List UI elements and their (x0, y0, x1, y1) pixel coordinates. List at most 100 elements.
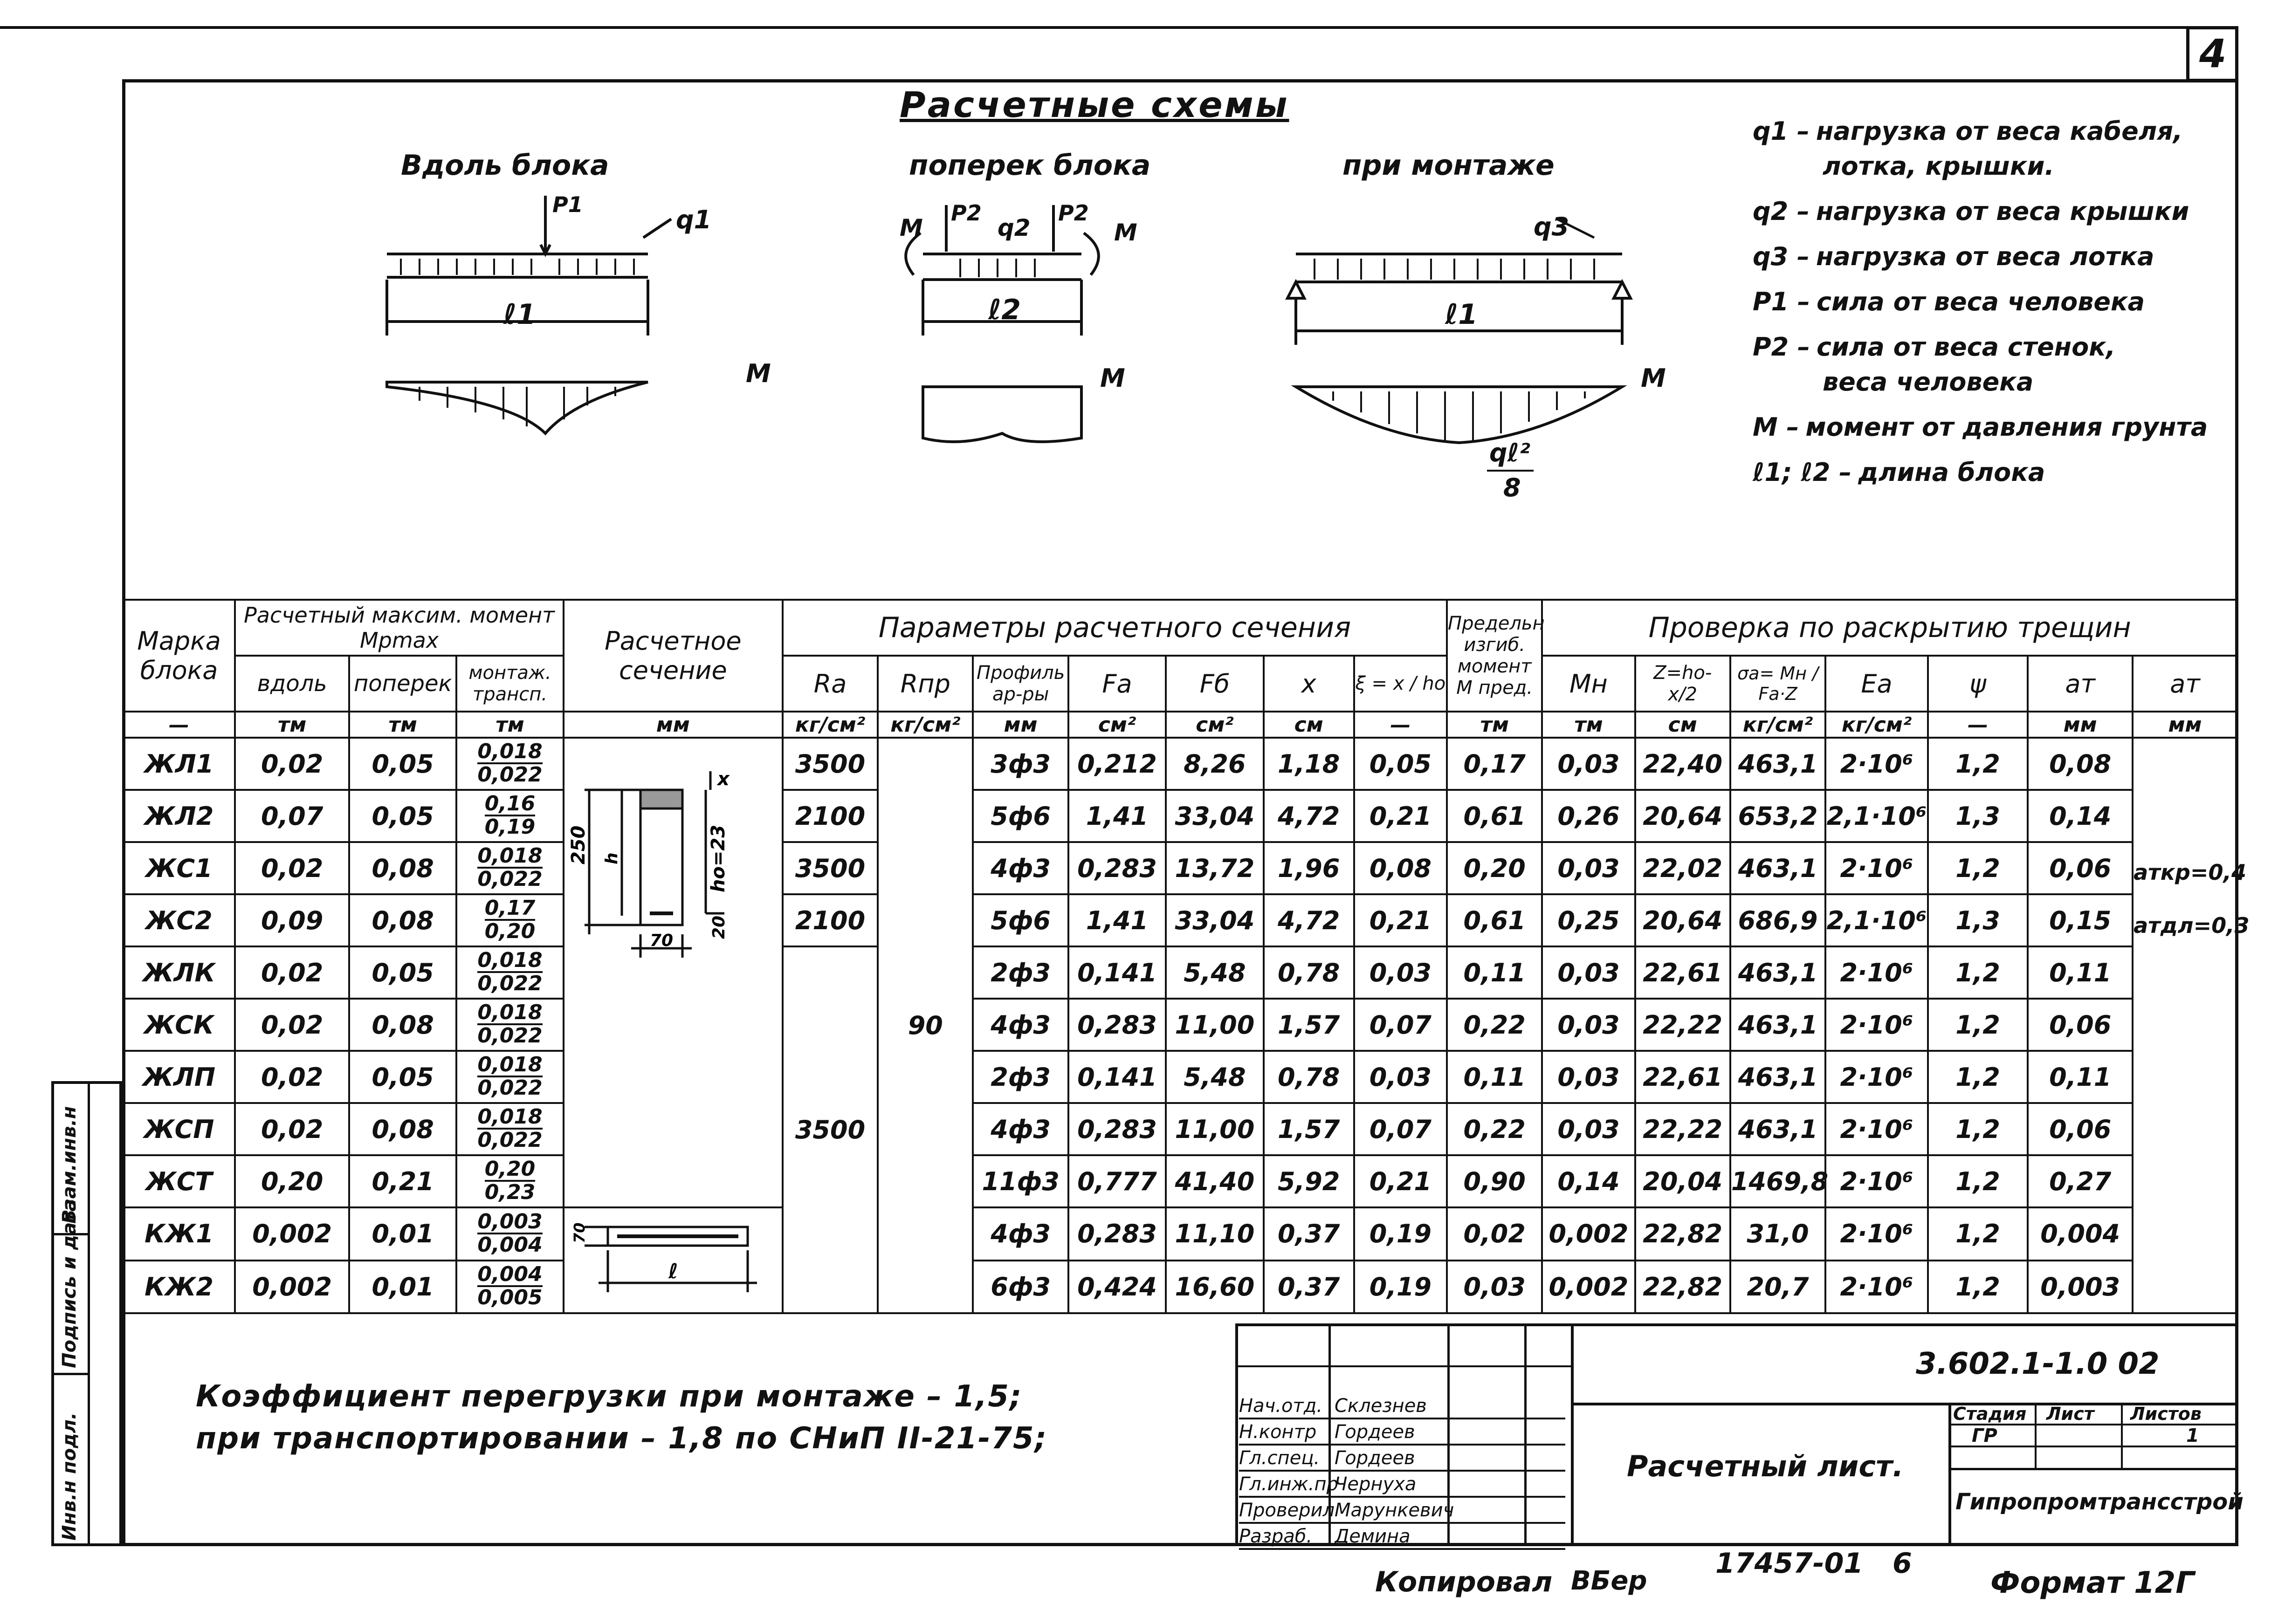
moment-mount: 0,018 (477, 1054, 543, 1078)
unit-cell: тм (455, 711, 564, 739)
scheme3-l-label: ℓ1 (1445, 298, 1478, 331)
z-value: 22,61 (1634, 1050, 1731, 1104)
limit-moment: 0,61 (1446, 893, 1543, 947)
moment-transport: 0,23 (484, 1180, 536, 1205)
doc-code: 3.602.1-1.0 02 (1916, 1347, 2160, 1381)
moment-across: 0,05 (348, 946, 458, 1000)
rebar-profile: 2ф3 (972, 946, 1069, 1000)
block-mark: ЖС2 (122, 893, 236, 947)
sigma-value: 653,2 (1729, 789, 1827, 843)
block-mark: ЖЛК (122, 946, 236, 1000)
at-value: 0,06 (2027, 998, 2134, 1052)
unit-cell: тм (348, 711, 458, 739)
scheme1-q-label: q1 (676, 205, 712, 234)
signer-row: Разраб.Демина (1239, 1524, 1565, 1550)
moment-mount: 0,17 (484, 897, 536, 921)
rebar-profile: 3ф3 (972, 737, 1069, 791)
limit-moment: 0,90 (1446, 1154, 1543, 1208)
sheet-number: 4 (2199, 31, 2227, 76)
moment-along: 0,02 (234, 946, 351, 1000)
x-value: 1,18 (1262, 737, 1355, 791)
moment-mount: 0,018 (477, 949, 543, 973)
calculation-table: Марка блока Расчетный максим. момент Mрm… (122, 599, 2250, 1314)
psi-value: 1,2 (1927, 1206, 2029, 1261)
mn-value: 0,03 (1541, 737, 1636, 791)
block-mark: КЖ1 (122, 1206, 236, 1261)
ea-value: 2·10⁶ (1824, 1154, 1929, 1208)
scheme2-m-diagram-label: M (1100, 363, 1125, 393)
sheets-value: 1 (2186, 1425, 2199, 1446)
legend-text: нагрузка от веса крышки (1816, 197, 2189, 226)
col-x: x (1262, 655, 1355, 713)
col-sigma: σa= Mн / Fa·Z (1729, 655, 1827, 713)
limit-moment: 0,22 (1446, 1102, 1543, 1156)
z-value: 22,22 (1634, 1102, 1731, 1156)
sheet-header: Лист (2046, 1404, 2094, 1424)
legend-item: M –момент от давления грунта (1753, 412, 2228, 442)
copied-label: Копировал (1375, 1566, 1553, 1598)
fa-value: 0,283 (1067, 841, 1167, 895)
col-ra: Ra (781, 655, 879, 713)
moment-transport: 0,004 (477, 1233, 543, 1257)
rebar-profile: 4ф3 (972, 841, 1069, 895)
block-mark: ЖСК (122, 998, 236, 1052)
limit-moment: 0,02 (1446, 1206, 1543, 1261)
sigma-value: 463,1 (1729, 841, 1827, 895)
ra-value: 3500 (781, 841, 879, 895)
legend-item: q3 –нагрузка от веса лотка (1753, 242, 2228, 271)
col-group-params: Параметры расчетного сечения (781, 599, 1448, 657)
mn-value: 0,03 (1541, 841, 1636, 895)
limit-moment: 0,61 (1446, 789, 1543, 843)
mn-value: 0,14 (1541, 1154, 1636, 1208)
col-at: aт (2027, 655, 2134, 713)
moment-along: 0,20 (234, 1154, 351, 1208)
legend-symbol: ℓ1; ℓ2 – (1753, 458, 1852, 487)
side-stamp-signature: Подпись и дата (59, 1199, 80, 1368)
fb-value: 5,48 (1165, 946, 1265, 1000)
moment-across: 0,01 (348, 1206, 458, 1261)
sigma-value: 463,1 (1729, 737, 1827, 791)
xi-value: 0,21 (1353, 1154, 1448, 1208)
top-trim-line (0, 26, 2219, 29)
signer-name: Марункевич (1335, 1500, 1454, 1521)
moment-mount: 0,018 (477, 845, 543, 869)
legend-text: нагрузка от веса кабеля, (1816, 116, 2183, 146)
xi-value: 0,07 (1353, 998, 1448, 1052)
legend-text-continued: веса человека (1823, 367, 2034, 397)
fb-value: 41,40 (1165, 1154, 1265, 1208)
rebar-profile: 5ф6 (972, 893, 1069, 947)
moment-across: 0,08 (348, 998, 458, 1052)
moment-across: 0,05 (348, 1050, 458, 1104)
signer-row: Гл.спец.Гордеев (1239, 1446, 1565, 1472)
col-ea: Ea (1824, 655, 1929, 713)
sigma-value: 31,0 (1729, 1206, 1827, 1261)
col-profile: Профиль ар-ры (972, 655, 1069, 713)
psi-value: 1,3 (1927, 893, 2029, 947)
x-value: 0,37 (1262, 1206, 1355, 1261)
note-line-1: Коэффициент перегрузки при монтаже – 1,5… (196, 1379, 1023, 1414)
legend-symbol: P1 – (1753, 287, 1810, 316)
legend-text-continued: лотка, крышки. (1823, 151, 2054, 181)
fa-value: 0,283 (1067, 1102, 1167, 1156)
legend-item: q1 –нагрузка от веса кабеля, (1753, 116, 2228, 146)
psi-value: 1,3 (1927, 789, 2029, 843)
col-limit-moment: Предельн изгиб. момент M пред. (1446, 599, 1545, 713)
plate-length: ℓ (668, 1260, 678, 1283)
scheme3-formula-top: qℓ² (1489, 438, 1530, 467)
col-psi: ψ (1927, 655, 2029, 713)
moment-mount: 0,16 (484, 793, 536, 817)
mn-value: 0,03 (1541, 946, 1636, 1000)
xi-value: 0,08 (1353, 841, 1448, 895)
col-rpr: Rпр (877, 655, 974, 713)
signer-role: Гл.спец. (1239, 1447, 1320, 1469)
